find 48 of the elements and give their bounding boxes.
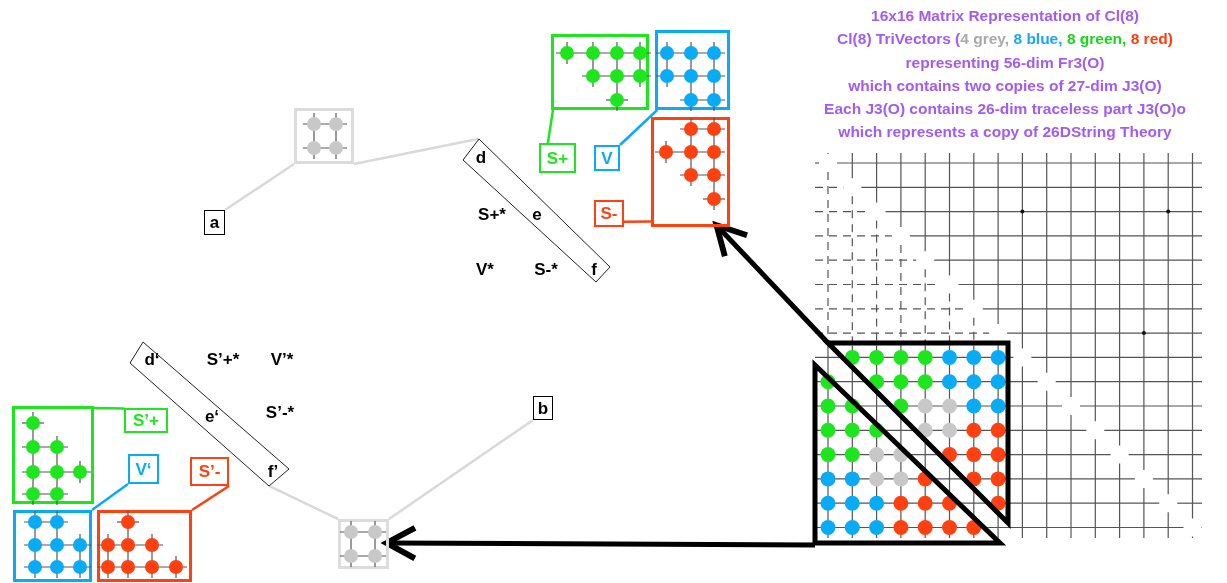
label-box: b <box>533 396 553 420</box>
label-box: V <box>594 145 620 171</box>
term-label: S’+* <box>206 350 240 370</box>
connector-line <box>268 484 339 521</box>
entry-label: e‘ <box>204 407 220 427</box>
subtitle-text: which represents a copy of 26DString Theory <box>837 122 1173 143</box>
trivector-matrix-drawing <box>815 340 1010 545</box>
term-label: S+* <box>478 205 506 225</box>
legend-entry: 4 grey, <box>960 30 1010 48</box>
legend-entry: 8 green, <box>1066 30 1127 48</box>
dot-matrix-box <box>655 30 730 110</box>
connector-line <box>353 137 480 166</box>
dot-matrix-box <box>338 519 389 569</box>
legend-entry: 8 blue, <box>1013 30 1063 48</box>
entry-label: f’ <box>267 462 279 482</box>
subtitle-text: Cl(8) TriVectors ( <box>837 30 961 48</box>
legend-entry: 8 red) <box>1130 30 1173 48</box>
label-box: S+ <box>539 143 576 173</box>
term-label: S’-* <box>265 403 295 423</box>
connector-line <box>191 484 230 512</box>
dot-matrix-box <box>294 108 354 164</box>
subtitle-text: which contains two copies of 27-dim J3(O) <box>847 75 1163 96</box>
entry-label: e <box>532 205 542 225</box>
connector-line <box>624 220 651 224</box>
label-box: S- <box>594 200 624 227</box>
label-box: a <box>204 210 225 235</box>
entry-label: f <box>591 260 597 280</box>
arrow <box>383 524 815 562</box>
title: 16x16 Matrix Representation of Cl(8) <box>870 6 1140 26</box>
entry-label: d <box>475 148 487 168</box>
label-box: S’- <box>190 457 229 486</box>
entry-label: d‘ <box>144 350 160 370</box>
term-label: S-* <box>534 260 558 280</box>
term-label: V’* <box>270 350 294 370</box>
connector-line <box>388 418 534 521</box>
label-box: V‘ <box>128 454 159 484</box>
label-box: S’+ <box>124 408 168 433</box>
dot-matrix-box <box>12 406 94 504</box>
dot-matrix-box <box>551 34 649 110</box>
subtitle-text: representing 56-dim Fr3(O) <box>904 52 1106 73</box>
dot-matrix-box <box>651 117 730 227</box>
connector-line <box>224 162 295 212</box>
dot-matrix-box <box>13 510 92 582</box>
connector-line <box>93 406 125 410</box>
subtitle-text: Each J3(O) contains 26-dim traceless part J3(O)o <box>823 99 1187 120</box>
connector-line <box>546 109 555 144</box>
dot-matrix-box <box>97 510 192 582</box>
term-label: V* <box>476 260 494 280</box>
